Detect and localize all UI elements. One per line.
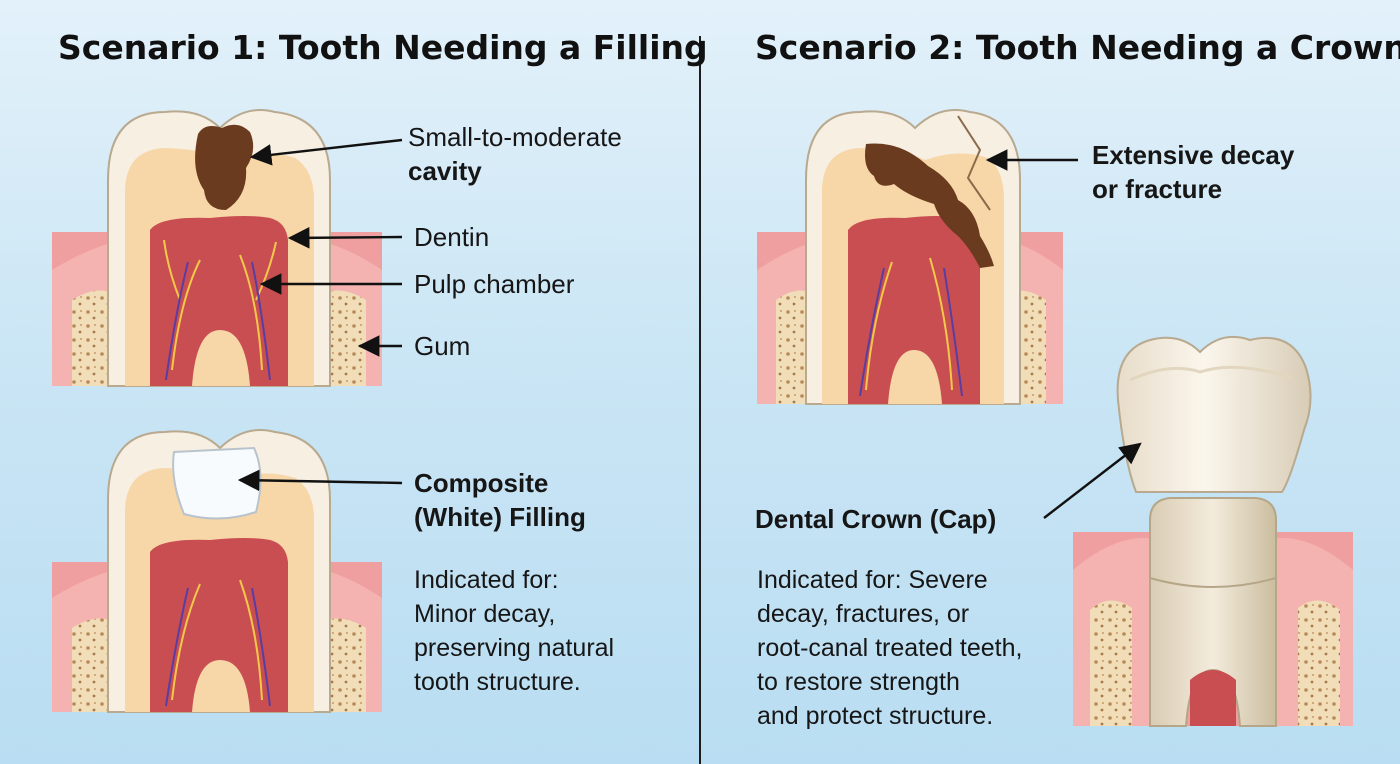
cavity-label-line1: Small-to-moderate <box>408 122 622 152</box>
crown-note-line: to restore strength <box>757 668 960 696</box>
gum-label: Gum <box>414 331 471 361</box>
dentin-label: Dentin <box>414 222 490 252</box>
arrow-crown <box>1043 442 1142 519</box>
cavity-tooth-illustration <box>52 109 382 387</box>
filling-note-line: preserving natural <box>414 634 615 662</box>
filling-label-line2: (White) Filling <box>414 502 586 532</box>
filling-note-line: tooth structure. <box>414 668 581 696</box>
crown-indication-note: Indicated for: Severe decay, fractures, … <box>757 563 1022 733</box>
filling-note-line: Minor decay, <box>414 600 556 628</box>
label-arrows <box>237 138 1142 519</box>
scenario-2-title: Scenario 2: Tooth Needing a Crown <box>755 28 1400 67</box>
decay-label-line2: or fracture <box>1092 174 1223 204</box>
filling-indication-note: Indicated for: Minor decay, preserving n… <box>414 563 614 699</box>
fractured-tooth-illustration <box>757 109 1063 405</box>
scenario-1-title: Scenario 1: Tooth Needing a Filling <box>58 28 708 67</box>
crown-note-line: root-canal treated teeth, <box>757 634 1023 662</box>
cavity-label-line2: cavity <box>408 156 482 186</box>
arrow-cavity <box>249 138 403 166</box>
cavity-label: Small-to-moderate cavity <box>408 120 622 188</box>
crown-note-line: and protect structure. <box>757 702 994 730</box>
scenario-divider <box>699 36 701 764</box>
crown-note-line: decay, fractures, or <box>757 600 970 628</box>
dental-crown-illustration <box>1073 336 1353 727</box>
decay-label-line1: Extensive decay <box>1092 140 1295 170</box>
filling-label: Composite (White) Filling <box>414 466 586 534</box>
arrow-dentin <box>287 227 403 249</box>
arrow-filling <box>237 469 403 492</box>
filled-tooth-illustration <box>52 429 382 713</box>
filling-label-line1: Composite <box>414 468 549 498</box>
pulp-chamber-label: Pulp chamber <box>414 269 575 299</box>
crown-note-line: Indicated for: Severe <box>757 566 988 594</box>
decay-fracture-label: Extensive decay or fracture <box>1092 138 1294 206</box>
dental-crown-label: Dental Crown (Cap) <box>755 504 997 534</box>
filling-note-line: Indicated for: <box>414 566 559 594</box>
